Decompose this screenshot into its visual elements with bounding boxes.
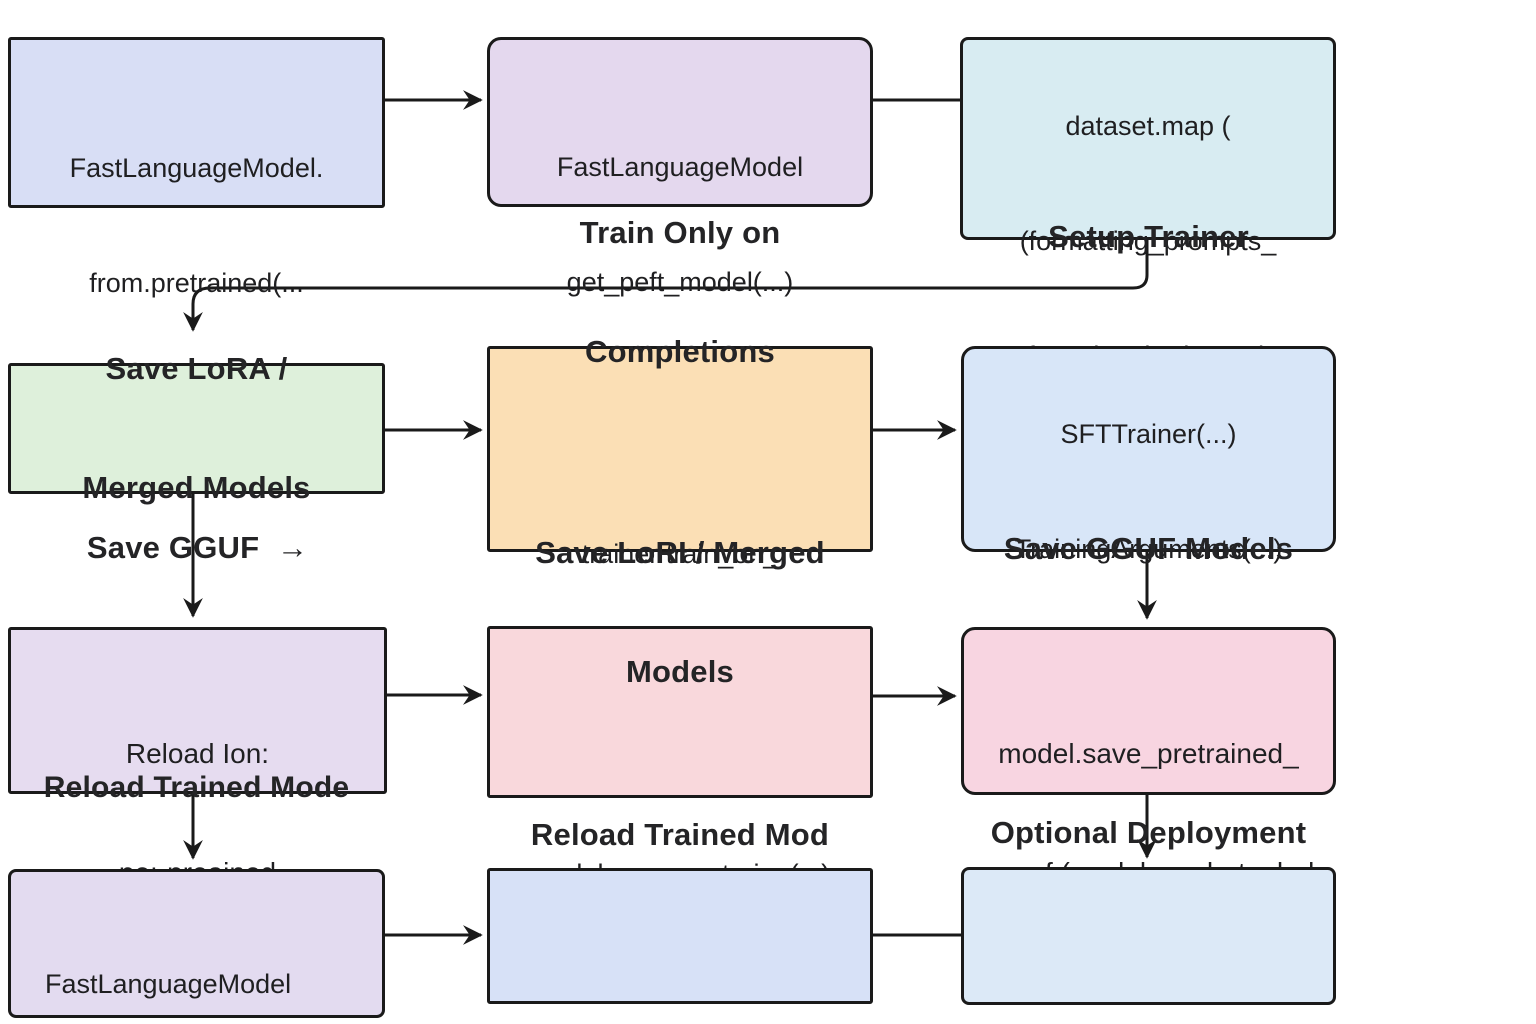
node-code: Fastrıangttated_tomļer [500,938,800,1024]
node-save-lora-merged: Save LoRA / Merged Models [8,351,385,505]
node-title: Save GGUF → [86,530,309,566]
node-save-gguf: Save GGUF → Reload Ion: peı-preained [8,530,387,888]
node-reload-trained-mod: Reload Trained Mod Fastrıangttated_tomļe… [487,817,873,1024]
node-title: Save GGUF Models [1003,530,1294,566]
node-reload-trained-model: Reload Trained Mode FastLanguageModel fr… [8,771,385,1018]
node-save-lori-merged: Save LoRI / Merged Models model.save_pre… [487,535,873,889]
node-code: push_to_hub(...) / gguf [1008,939,1290,1024]
node-title: Optional Deployment [990,815,1307,851]
node-title: Train Only on Completions [579,214,781,369]
node-code: FastLanguageModel get_peft_model(...) [556,152,804,298]
node-train-on-completions: Train Only on Completions trainer train_… [487,215,873,684]
node-title: Save LoRA / Merged Models [82,351,311,506]
node-title: Setup Trainer [1048,219,1249,255]
node-optional-deployment: Optional Deployment push_to_hub(...) / g… [961,815,1336,1024]
node-title: Load Base Model [68,0,326,65]
node-title: Add LoRA Adapters [532,0,828,64]
node-code: FastLanguageModel from_pretrained Ilora … [45,968,292,999]
node-title: Reload Trained Mod [530,816,830,852]
node-load-base-model: Load Base Model FastLanguageModel. from.… [8,37,385,298]
arrow-dataset-to-savelora [183,240,1149,332]
node-title: Save LoRI / Merged Models [535,535,825,690]
node-title: Reload Trained Mode [43,771,350,804]
node-add-lora-adapters: Add LoRA Adapters FastLanguageModel get_… [487,37,873,297]
node-code: FastLanguageModel. from.pretrained(... [69,152,324,298]
node-title: Prepare Dataset [1028,0,1267,23]
